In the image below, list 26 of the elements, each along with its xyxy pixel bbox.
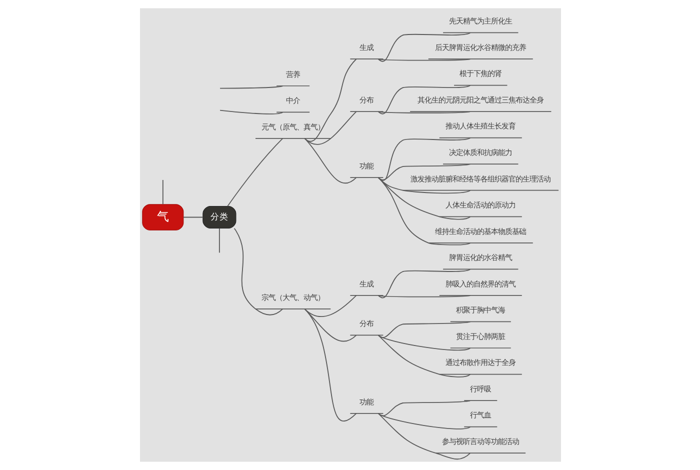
- connector: [377, 164, 470, 180]
- connector: [304, 308, 356, 422]
- connector: [377, 412, 470, 460]
- connector: [218, 228, 220, 254]
- connector: [377, 84, 470, 114]
- connector: [377, 295, 470, 298]
- connector: [377, 177, 470, 246]
- connector: [304, 295, 356, 318]
- connector: [377, 334, 470, 378]
- connector: [162, 180, 163, 205]
- connector: [304, 111, 356, 145]
- connector: [226, 138, 283, 207]
- connector: [377, 268, 470, 298]
- connector: [219, 110, 283, 114]
- connector: [377, 58, 470, 61]
- connector: [233, 228, 283, 316]
- connector: [377, 412, 470, 430]
- connector: [377, 111, 470, 114]
- connector: [377, 334, 470, 351]
- node-box: 分类: [202, 206, 236, 229]
- connector: [219, 85, 283, 89]
- connector: [377, 32, 470, 62]
- node-box: 气: [142, 204, 184, 230]
- connector: [182, 216, 203, 218]
- connector: [377, 137, 470, 181]
- connector: [304, 138, 356, 184]
